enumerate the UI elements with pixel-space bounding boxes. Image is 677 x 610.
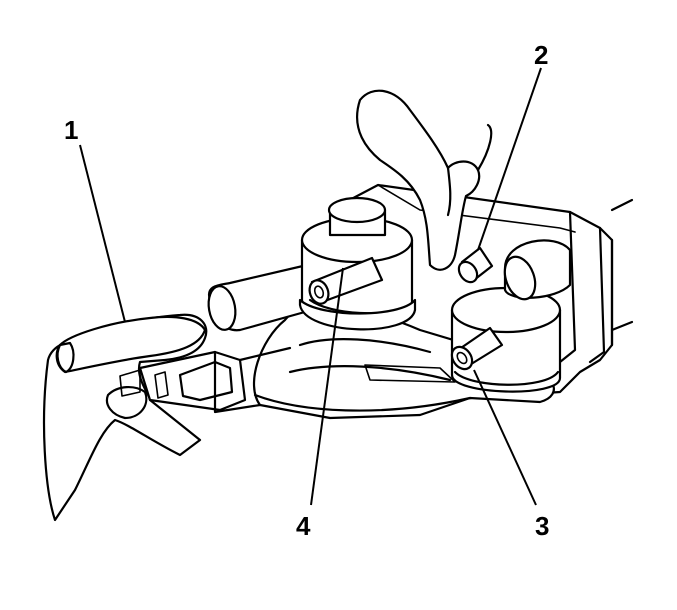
leader-line-4 [310,267,344,506]
vent-hose [207,260,332,332]
callout-2: 2 [534,40,548,70]
vent-valve [450,286,562,393]
vacuum-port [457,239,572,301]
technician-hand-left [42,313,208,522]
purge-valve [298,196,417,331]
technician-hand-top [356,89,493,271]
electrical-connector [119,346,292,414]
leader-line-1 [79,144,126,323]
callout-3: 3 [535,511,549,541]
callout-labels: 1 2 3 4 [64,40,549,541]
leader-line-2 [477,67,542,251]
callout-1: 1 [64,115,78,145]
leader-lines [79,67,542,506]
leader-line-3 [473,369,537,506]
callout-4: 4 [296,511,311,541]
